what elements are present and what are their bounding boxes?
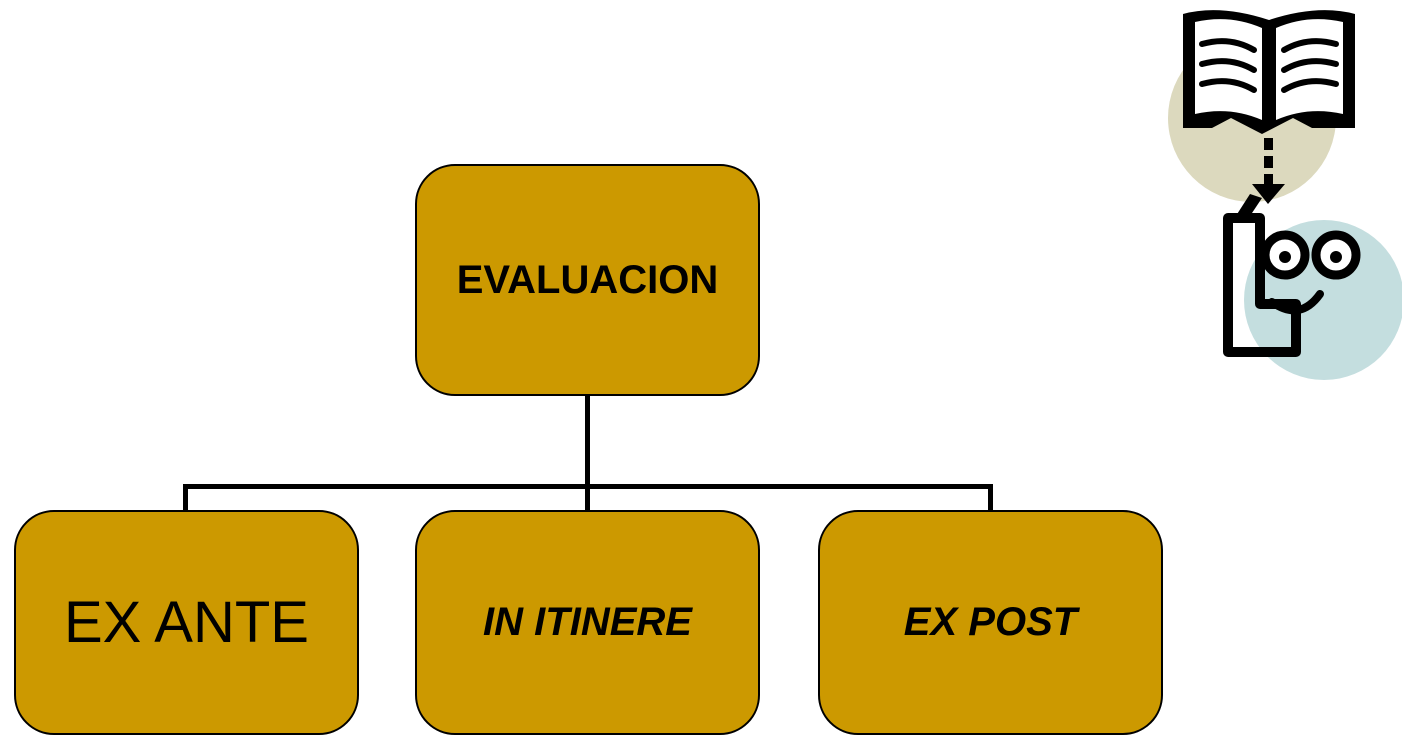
node-ex-post: EX POST: [818, 510, 1163, 735]
node-in-itinere: IN ITINERE: [415, 510, 760, 735]
down-arrow-icon: [1252, 138, 1285, 204]
connector-drop-ex-post: [988, 484, 993, 512]
node-in-itinere-label: IN ITINERE: [483, 600, 692, 644]
reader-clipart: [1168, 10, 1402, 380]
node-ex-ante: EX ANTE: [14, 510, 359, 735]
connector-drop-ex-ante: [183, 484, 188, 512]
node-ex-post-label: EX POST: [903, 600, 1078, 644]
connector-root-stem: [585, 396, 590, 486]
open-book-icon: [1183, 10, 1355, 134]
connector-drop-in-itinere: [585, 484, 590, 512]
node-evaluacion-label: EVALUACION: [456, 257, 719, 302]
node-evaluacion: EVALUACION: [415, 164, 760, 396]
node-ex-ante-label: EX ANTE: [64, 590, 309, 655]
reading-face-icon: [1223, 194, 1361, 357]
